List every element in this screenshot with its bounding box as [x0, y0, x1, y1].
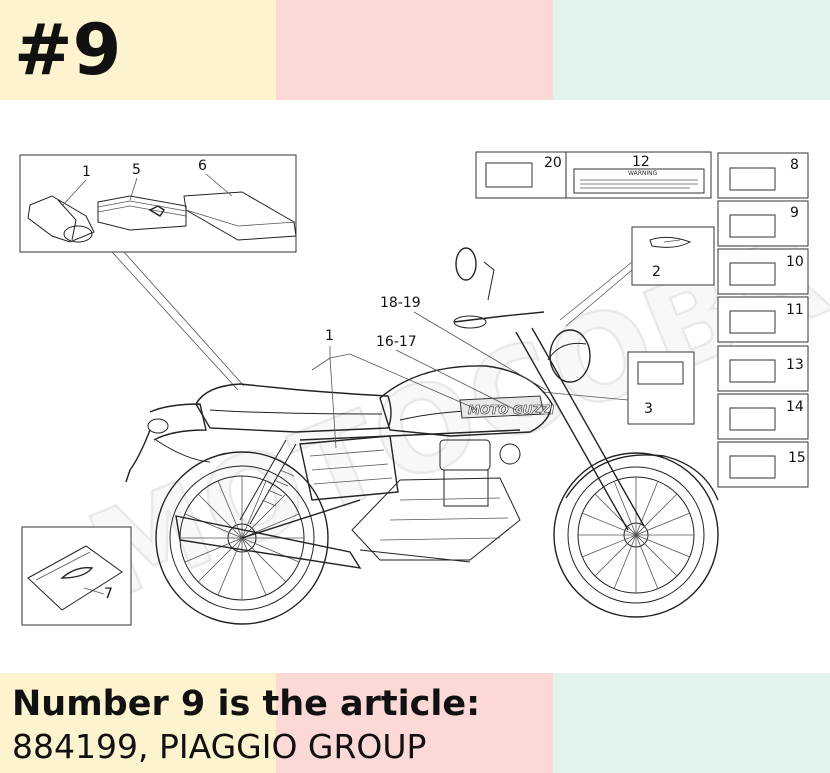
rear-shock	[239, 439, 297, 525]
callout-3: 3	[644, 401, 653, 417]
callout-11: 11	[786, 302, 804, 318]
exploded-parts-diagram: MOTOCOBRA 1 5 6 20	[19, 151, 830, 627]
callout-18-19: 18-19	[380, 295, 421, 311]
sticker-7-box: 7	[21, 526, 132, 626]
caption-article-heading: Number 9 is the article:	[12, 684, 481, 724]
callout-14: 14	[786, 399, 804, 415]
caption-band	[0, 673, 830, 773]
sticker-column: 8 9 10 11 13 14 15	[717, 152, 809, 488]
accessory-kit-box: 1 5 6	[19, 154, 297, 253]
engine	[351, 439, 521, 561]
callout-16-17: 16-17	[376, 334, 417, 350]
motorcycle-drawing: MOTO GUZZI	[125, 247, 719, 625]
callout-8: 8	[790, 157, 799, 173]
sticker-10-box: 10	[717, 248, 809, 295]
callout-12: 12	[632, 154, 650, 170]
sticker-14-box: 14	[717, 393, 809, 440]
sticker-3-box: 3	[541, 351, 695, 425]
callout-1: 1	[325, 328, 334, 344]
callout-2: 2	[652, 264, 661, 280]
tool-pouch-drawing	[27, 195, 95, 243]
callout-15: 15	[788, 450, 806, 466]
callout-9: 9	[790, 205, 799, 221]
callout-7: 7	[104, 586, 113, 602]
callout-10: 10	[786, 254, 804, 270]
tank-logo-text: MOTO GUZZI	[468, 403, 555, 417]
callout-6: 6	[198, 158, 207, 174]
sticker-12-warning-box: WARNING 12	[565, 151, 712, 199]
header-band	[0, 0, 830, 100]
caption-article-number: 884199, PIAGGIO GROUP	[12, 727, 427, 766]
sticker-2-box: 2	[559, 226, 715, 327]
fuel-tank: MOTO GUZZI	[379, 365, 555, 437]
seat	[195, 383, 392, 433]
front-fork	[515, 327, 645, 531]
sticker-15-box: 15	[717, 441, 809, 488]
callout-5: 5	[132, 162, 141, 178]
sticker-11-box: 11	[717, 296, 809, 343]
front-wheel	[553, 452, 719, 618]
sticker-20-box: 20	[475, 151, 567, 199]
callout-4: 1	[82, 164, 91, 180]
callout-20: 20	[544, 155, 562, 171]
part-number-title: #9	[14, 9, 122, 91]
callout-13: 13	[786, 357, 804, 373]
sticker-9-box: 9	[717, 200, 809, 247]
owners-manual-drawing	[97, 195, 187, 231]
handlebar	[453, 247, 545, 329]
document-folder-drawing	[183, 191, 297, 241]
sticker-13-box: 13	[717, 345, 809, 392]
warning-heading: WARNING	[628, 170, 658, 177]
sticker-8-box: 8	[717, 152, 809, 199]
